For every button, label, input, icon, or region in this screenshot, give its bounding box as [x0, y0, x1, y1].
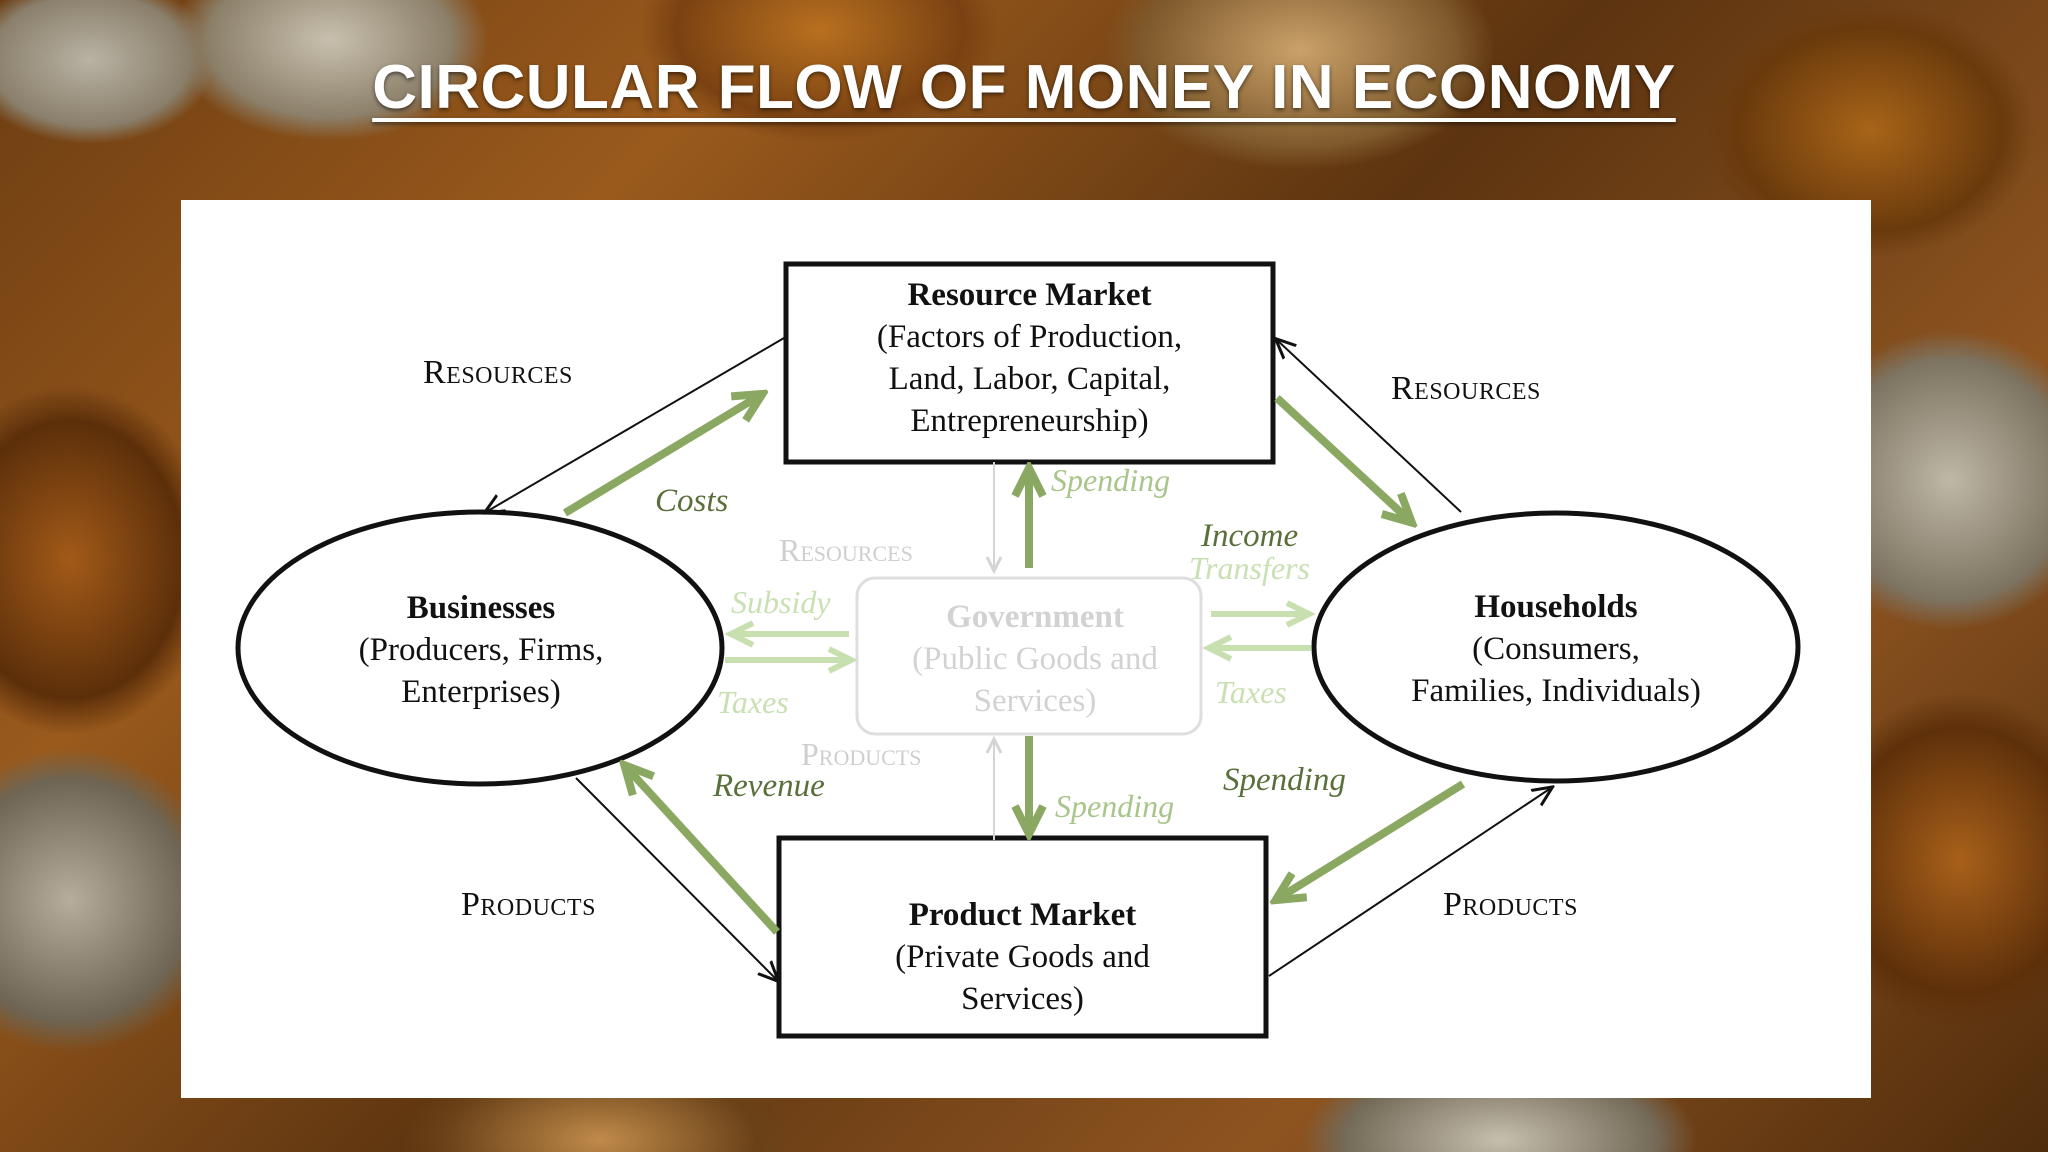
product-market-line-2: Services): [961, 981, 1084, 1017]
resource-market-line-2: Land, Labor, Capital,: [888, 361, 1171, 397]
product-market-to-households-arrow: [1268, 788, 1551, 977]
label-gov-spending-top: Spending: [1051, 462, 1171, 498]
label-taxes-left: Taxes: [717, 684, 789, 720]
government-title: Government: [946, 599, 1124, 635]
resource-market-line-3: Entrepreneurship): [910, 403, 1149, 439]
government-line-2: Services): [973, 683, 1097, 719]
label-gov-resources: Resources: [779, 532, 913, 568]
product-market-node: Product Market (Private Goods and Servic…: [779, 894, 1266, 1020]
revenue-arrow: [627, 768, 780, 935]
label-subsidy: Subsidy: [731, 584, 831, 620]
product-market-box: [776, 835, 1269, 1039]
flow-diagram-svg: [235, 261, 1801, 1039]
label-household-spending: Spending: [1223, 762, 1346, 798]
households-resources-arrow: [1277, 340, 1462, 513]
product-market-line-1: (Private Goods and: [895, 939, 1150, 975]
label-resources-right: Resources: [1391, 370, 1541, 407]
income-arrow: [1274, 395, 1409, 520]
label-income: Income: [1201, 518, 1299, 554]
resource-market-line-1: (Factors of Production,: [876, 319, 1183, 355]
businesses-line-1: (Producers, Firms,: [358, 632, 604, 668]
household-spending-arrow: [1279, 780, 1466, 898]
government-line-1: (Public Goods and: [912, 641, 1158, 677]
businesses-to-product-market-arrow: [575, 777, 777, 980]
label-taxes-right: Taxes: [1215, 674, 1287, 710]
businesses-title: Businesses: [406, 590, 556, 626]
label-gov-products: Products: [801, 736, 922, 772]
label-transfers: Transfers: [1189, 550, 1310, 586]
resource-market-box: [783, 261, 1276, 465]
resource-market-node: Resource Market (Factors of Production, …: [786, 274, 1273, 442]
label-revenue: Revenue: [713, 768, 825, 804]
label-gov-spending-bottom: Spending: [1055, 788, 1175, 824]
product-market-title: Product Market: [908, 897, 1137, 933]
businesses-node: Businesses (Producers, Firms, Enterprise…: [271, 587, 691, 713]
government-box: [855, 576, 1203, 736]
households-node: Households (Consumers, Families, Individ…: [1341, 586, 1771, 712]
diagram-panel: Resource Market (Factors of Production, …: [181, 200, 1871, 1098]
costs-arrow: [562, 396, 759, 517]
resources-to-businesses-arrow: [486, 337, 785, 512]
businesses-line-2: Enterprises): [401, 674, 561, 710]
government-node: Government (Public Goods and Services): [865, 596, 1205, 722]
households-title: Households: [1474, 589, 1638, 625]
label-resources-left: Resources: [423, 354, 573, 391]
households-line-2: Families, Individuals): [1411, 673, 1701, 709]
resource-market-title: Resource Market: [907, 277, 1152, 313]
label-products-right: Products: [1443, 886, 1578, 923]
businesses-ellipse: [235, 509, 725, 787]
label-products-left: Products: [461, 886, 596, 923]
households-line-1: (Consumers,: [1472, 631, 1640, 667]
households-ellipse: [1311, 510, 1801, 784]
label-costs: Costs: [655, 483, 729, 519]
slide-title: CIRCULAR FLOW OF MONEY IN ECONOMY: [372, 53, 1676, 122]
